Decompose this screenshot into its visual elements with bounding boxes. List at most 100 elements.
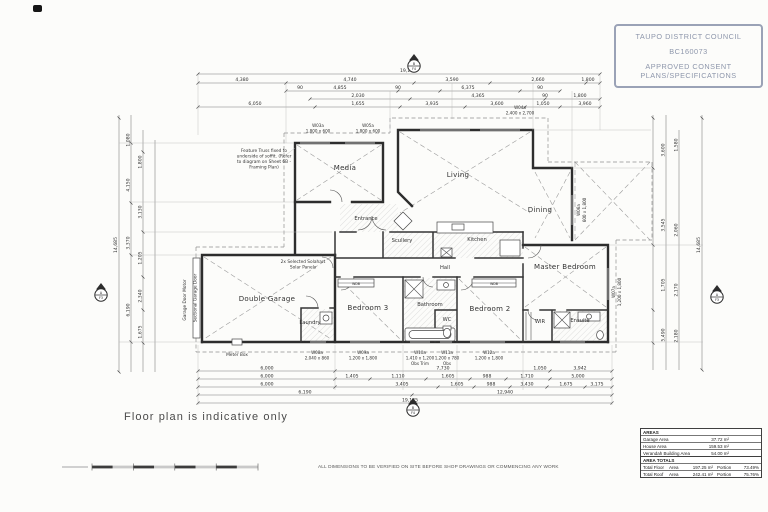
dim: 1,710 [520, 374, 533, 380]
marker-sheet: F4 [411, 411, 415, 415]
label-wardrobe-bed2: WDB [490, 282, 498, 286]
dim: 1,605 [450, 382, 463, 388]
area-value: 37.72 m² [711, 436, 729, 442]
dimension-text-right: 3,600 3,545 1,705 5,490 1,580 2,060 2,17… [661, 138, 703, 342]
truss-diagonals [203, 131, 607, 341]
room-label-scullery: Scullery [392, 238, 413, 244]
dim: 6,375 [461, 85, 474, 91]
dim: 6,190 [126, 303, 132, 316]
total-area-word: Area [669, 471, 679, 477]
area-value: 54.00 m² [711, 450, 729, 456]
room-label-entrance: Entrance [354, 216, 377, 222]
dim: 5,490 [661, 328, 667, 341]
room-label-kitchen: Kitchen [467, 237, 487, 243]
dim: 3,600 [661, 143, 667, 156]
dim: 2,170 [674, 283, 680, 296]
dim: 90 [542, 93, 548, 99]
dim: 4,365 [471, 93, 484, 99]
window-size: 1,200 x 780 [435, 356, 460, 361]
total-percent: 75.76% [743, 471, 759, 477]
stamp-council-name: TAUPO DISTRICT COUNCIL [635, 32, 742, 41]
dim: 3,590 [445, 77, 458, 83]
room-label-hall: Hall [440, 265, 450, 271]
dim-top-overall: 19,170 [400, 68, 416, 74]
dim: 3,130 [138, 205, 144, 218]
total-value: 242.41 m² [692, 471, 713, 477]
dim: 12,940 [497, 390, 513, 396]
dim: 1,205 [138, 251, 144, 264]
areas-header: AREAS [643, 429, 659, 435]
window-size: 2,400 x 2,700 [506, 111, 535, 116]
room-label-ensuite: Ensuite [570, 318, 589, 324]
dimensions-disclaimer: ALL DIMENSIONS TO BE VERIFIED ON SITE BE… [318, 464, 559, 469]
note-solar-panels: 2x Selected Solahart [281, 259, 326, 265]
window-label-w04a: W04a [514, 105, 526, 110]
marker-sheet: F3 [99, 296, 103, 300]
room-labels: Media Living Dining Entrance Scullery Ki… [239, 164, 596, 326]
dim: 6,050 [248, 101, 261, 107]
dim: 2,030 [351, 93, 364, 99]
dim: 90 [395, 85, 401, 91]
dim: 4,740 [343, 77, 356, 83]
dim: 6,000 [260, 366, 273, 372]
dim: 988 [483, 374, 492, 380]
dim: 3,405 [395, 382, 408, 388]
marker-sheet: F3 [715, 298, 719, 302]
dim: 1,050 [536, 101, 549, 107]
room-label-master-bedroom: Master Bedroom [534, 263, 596, 271]
stamp-consent-number: BC160073 [669, 47, 708, 56]
note-feature-truss: Framing Plan) [249, 165, 279, 171]
dim: 3,430 [520, 382, 533, 388]
indicative-note: Floor plan is indicative only [124, 411, 288, 423]
table-row: House Area 159.53 m² [641, 442, 761, 449]
window-size: 1,410 x 1,200 [406, 356, 435, 361]
dim: 2,180 [674, 329, 680, 342]
dim: 5,000 [571, 374, 584, 380]
dimension-text-left: 14,685 1,080 4,150 3,370 6,190 1,800 3,1… [113, 133, 144, 338]
dim: 2,060 [674, 223, 680, 236]
window-label-w03a: W03a [312, 123, 324, 128]
marker-letter: B [412, 406, 414, 410]
dimension-text-top: 19,170 4,380 4,740 3,590 2,660 1,800 90 … [235, 68, 594, 107]
room-label-media: Media [334, 164, 357, 172]
note-solar-panels: Solar Panels [290, 265, 317, 271]
window-note: Obs Trim [411, 361, 429, 366]
fixtures [192, 211, 604, 346]
total-percent: 73.49% [743, 464, 759, 470]
dim: 6,000 [260, 382, 273, 388]
window-size: 1,800 x 600 [306, 129, 331, 134]
window-label-w08a: W08a [311, 350, 323, 355]
dim: 4,855 [333, 85, 346, 91]
stamp-line: PLANS/SPECIFICATIONS [640, 71, 737, 80]
section-marker-top: B F4 [407, 54, 421, 73]
window-size: 1,200 x 1,800 [475, 356, 504, 361]
plan-notes: Feature Truss fixed to underside of soff… [182, 147, 498, 358]
dim: 1,110 [391, 374, 404, 380]
dim: 1,705 [661, 278, 667, 291]
dim: 1,080 [126, 133, 132, 146]
stamp-line: APPROVED CONSENT [645, 62, 732, 71]
room-label-bedroom-2: Bedroom 2 [469, 305, 510, 313]
dim: 1,800 [138, 155, 144, 168]
window-note: Obs [443, 361, 451, 366]
room-label-dining: Dining [528, 206, 552, 214]
table-row: Verandah Building Area 54.00 m² [641, 449, 761, 456]
dim: 3,600 [490, 101, 503, 107]
council-approval-stamp: TAUPO DISTRICT COUNCIL BC160073 APPROVED… [614, 24, 763, 88]
roof-outline-dashed [195, 117, 653, 353]
dim: 1,605 [441, 374, 454, 380]
marker-letter: B [413, 62, 415, 66]
marker-letter: A [716, 293, 719, 297]
dim: 2,340 [138, 289, 144, 302]
stamp-approved-text: APPROVED CONSENT PLANS/SPECIFICATIONS [619, 62, 758, 80]
dim-bottom-overall: 19,135 [402, 398, 418, 404]
dimension-text-bottom: 6,000 7,730 1,050 3,942 6,000 1,405 1,11… [260, 366, 603, 404]
total-portion-word: Portion [717, 464, 732, 470]
window-label-w12a: W12a [483, 350, 495, 355]
section-marker-right: A F3 [710, 285, 724, 304]
room-label-living: Living [447, 171, 470, 179]
section-marker-bottom: B F4 [406, 398, 420, 417]
note-garage-door-motor: Garage Door Motor [182, 279, 188, 320]
window-labels: W03a 1,800 x 600 W05a 1,800 x 600 W04a 2… [305, 105, 622, 366]
